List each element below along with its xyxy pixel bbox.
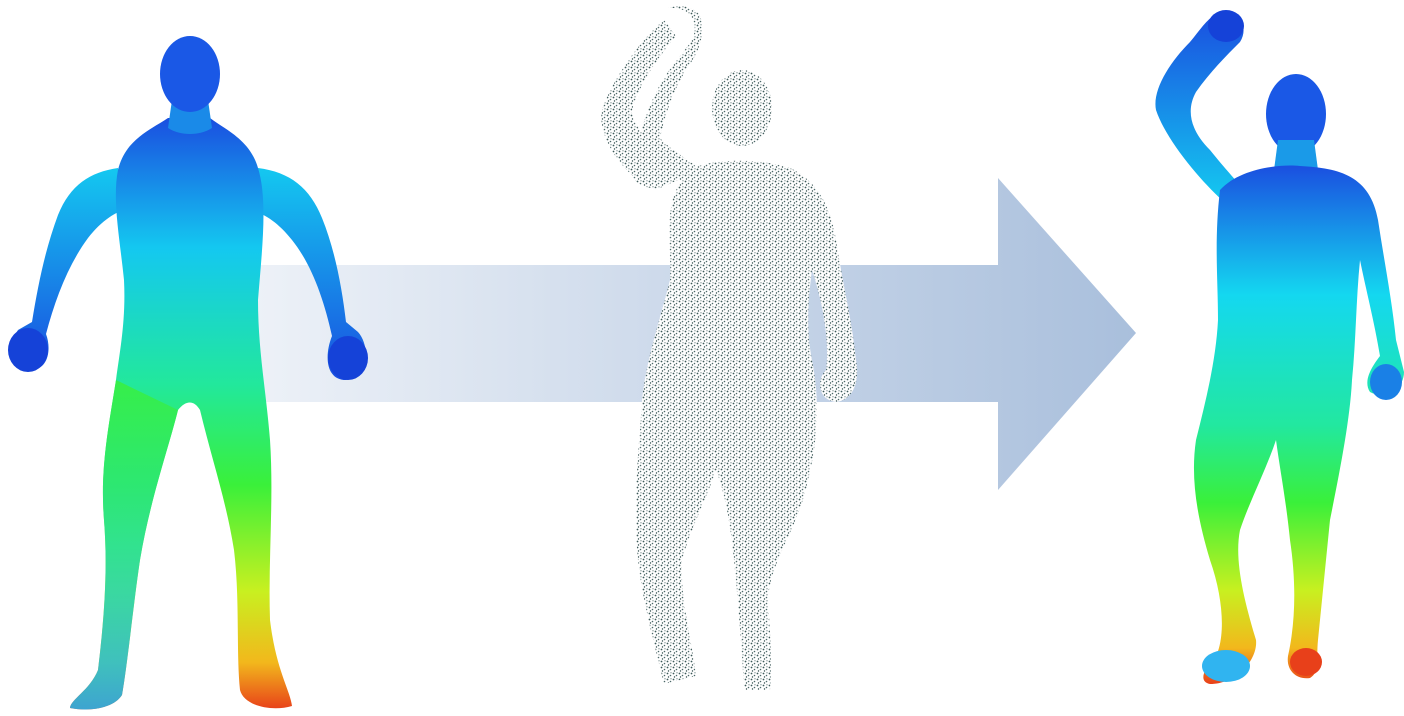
registered-right-hand bbox=[1370, 364, 1402, 400]
registered-right-foot bbox=[1290, 648, 1322, 676]
template-left-hand bbox=[8, 328, 48, 372]
registered-mesh bbox=[1155, 10, 1404, 684]
template-right-hand bbox=[328, 336, 368, 380]
template-head bbox=[160, 36, 220, 112]
scan-head bbox=[712, 70, 772, 146]
registered-body bbox=[1194, 166, 1404, 684]
scan-body bbox=[636, 161, 857, 690]
registered-raised-hand bbox=[1208, 10, 1244, 42]
template-left-leg bbox=[70, 380, 178, 709]
registered-left-foot bbox=[1202, 650, 1250, 682]
